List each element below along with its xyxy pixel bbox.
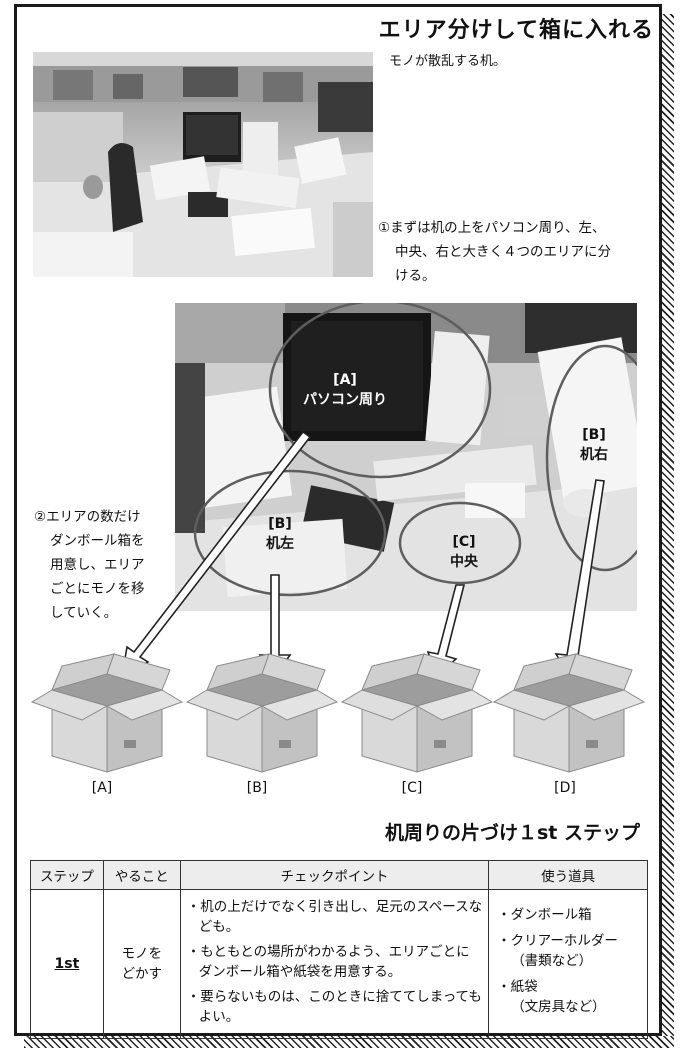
checkpoint-cell: ・机の上だけでなく引き出し、足元のスペースなども。 ・もともとの場所がわかるよう…: [179, 889, 490, 1039]
step2-instruction: ②エリアの数だけ ダンボール箱を 用意し、エリア ごとにモノを移 していく。: [34, 505, 174, 625]
desk-areas-illustration: [175, 303, 637, 611]
tool-item: ・ダンボール箱: [497, 907, 592, 923]
table-header-row: ステップ やること チェックポイント 使う道具: [30, 860, 648, 890]
arrow-to-box-d: [554, 479, 605, 678]
tool-name: ・紙袋: [497, 979, 538, 995]
tool-item: ・クリアーホルダー （書類など）: [497, 931, 639, 971]
area-c-name: 中央: [450, 554, 478, 570]
area-c-label: [C] 中央: [436, 532, 492, 572]
step1-line: 中央、右と大きく４つのエリアに分: [395, 244, 611, 260]
header-tools: 使う道具: [488, 860, 648, 890]
cluttered-desk-photo: [33, 52, 373, 277]
header-todo: やること: [102, 860, 181, 890]
area-a-outline: [268, 303, 492, 479]
area-a-label: [A] パソコン周り: [280, 370, 410, 410]
todo-line: モノを: [121, 946, 163, 962]
area-c-outline: [398, 501, 522, 585]
area-b-left-tag: [B]: [268, 516, 292, 532]
tools-cell: ・ダンボール箱 ・クリアーホルダー （書類など） ・紙袋 （文房具など）: [488, 889, 648, 1039]
step1-line: ける。: [395, 268, 436, 284]
checkpoint-item: ・机の上だけでなく引き出し、足元のスペースなども。: [186, 899, 483, 935]
area-a-name: パソコン周り: [303, 392, 387, 408]
area-b-right-name: 机右: [580, 447, 608, 463]
area-b-left-outline: [193, 469, 387, 597]
step2-line: ごとにモノを移: [50, 581, 145, 597]
step1-line: ①まずは机の上をパソコン周り、左、: [378, 220, 606, 236]
step2-line: ②エリアの数だけ: [34, 509, 141, 525]
cardboard-box-c: [341, 653, 493, 773]
step1-instruction: ①まずは机の上をパソコン周り、左、 中央、右と大きく４つのエリアに分 ける。: [378, 216, 648, 288]
checkpoint-item: ・もともとの場所がわかるよう、エリアごとにダンボール箱や紙袋を用意する。: [186, 944, 470, 980]
arrow-to-box-a: [120, 430, 312, 678]
cardboard-box-a: [31, 653, 183, 773]
box-label-b: [B]: [246, 780, 268, 796]
step2-line: ダンボール箱を: [50, 533, 145, 549]
cardboard-box-b: [186, 653, 338, 773]
header-checkpoint: チェックポイント: [179, 860, 490, 890]
area-a-tag: [A]: [333, 372, 357, 388]
area-b-left-name: 机左: [266, 536, 294, 552]
area-b-left-label: [B] 机左: [252, 514, 308, 554]
checkpoint-item: ・要らないものは、このときに捨ててしまってもよい。: [186, 989, 482, 1025]
area-b-right-tag: [B]: [582, 427, 606, 443]
cardboard-box-d: [493, 653, 645, 773]
photo-caption: モノが散乱する机。: [389, 54, 507, 69]
tool-note: （文房具など）: [511, 999, 606, 1015]
steps-table: ステップ やること チェックポイント 使う道具 1st モノを どかす ・机の上…: [30, 860, 648, 1039]
desk-areas-photo: [175, 303, 637, 611]
area-b-right-outline: [545, 344, 637, 572]
table-row: 1st モノを どかす ・机の上だけでなく引き出し、足元のスペースなども。 ・も…: [30, 889, 648, 1039]
box-label-a: [A]: [91, 780, 113, 796]
todo-line: どかす: [121, 966, 163, 982]
tool-name: ・クリアーホルダー: [497, 933, 618, 949]
section-title: 机周りの片づけ１st ステップ: [384, 822, 640, 844]
step2-line: 用意し、エリア: [50, 557, 145, 573]
page-title: エリア分けして箱に入れる: [378, 18, 654, 43]
shadow-hatch-right: [662, 14, 674, 1046]
step-cell: 1st: [30, 889, 104, 1039]
area-b-right-label: [B] 机右: [566, 425, 622, 465]
shadow-hatch-bottom: [24, 1036, 674, 1048]
tool-note: （書類など）: [511, 953, 593, 969]
cluttered-desk-illustration: [33, 52, 373, 277]
step2-line: していく。: [50, 605, 118, 621]
todo-cell: モノを どかす: [102, 889, 181, 1039]
area-c-tag: [C]: [452, 534, 476, 550]
tool-item: ・紙袋 （文房具など）: [497, 977, 639, 1017]
box-label-d: [D]: [554, 780, 576, 796]
header-step: ステップ: [30, 860, 104, 890]
box-label-c: [C]: [401, 780, 423, 796]
